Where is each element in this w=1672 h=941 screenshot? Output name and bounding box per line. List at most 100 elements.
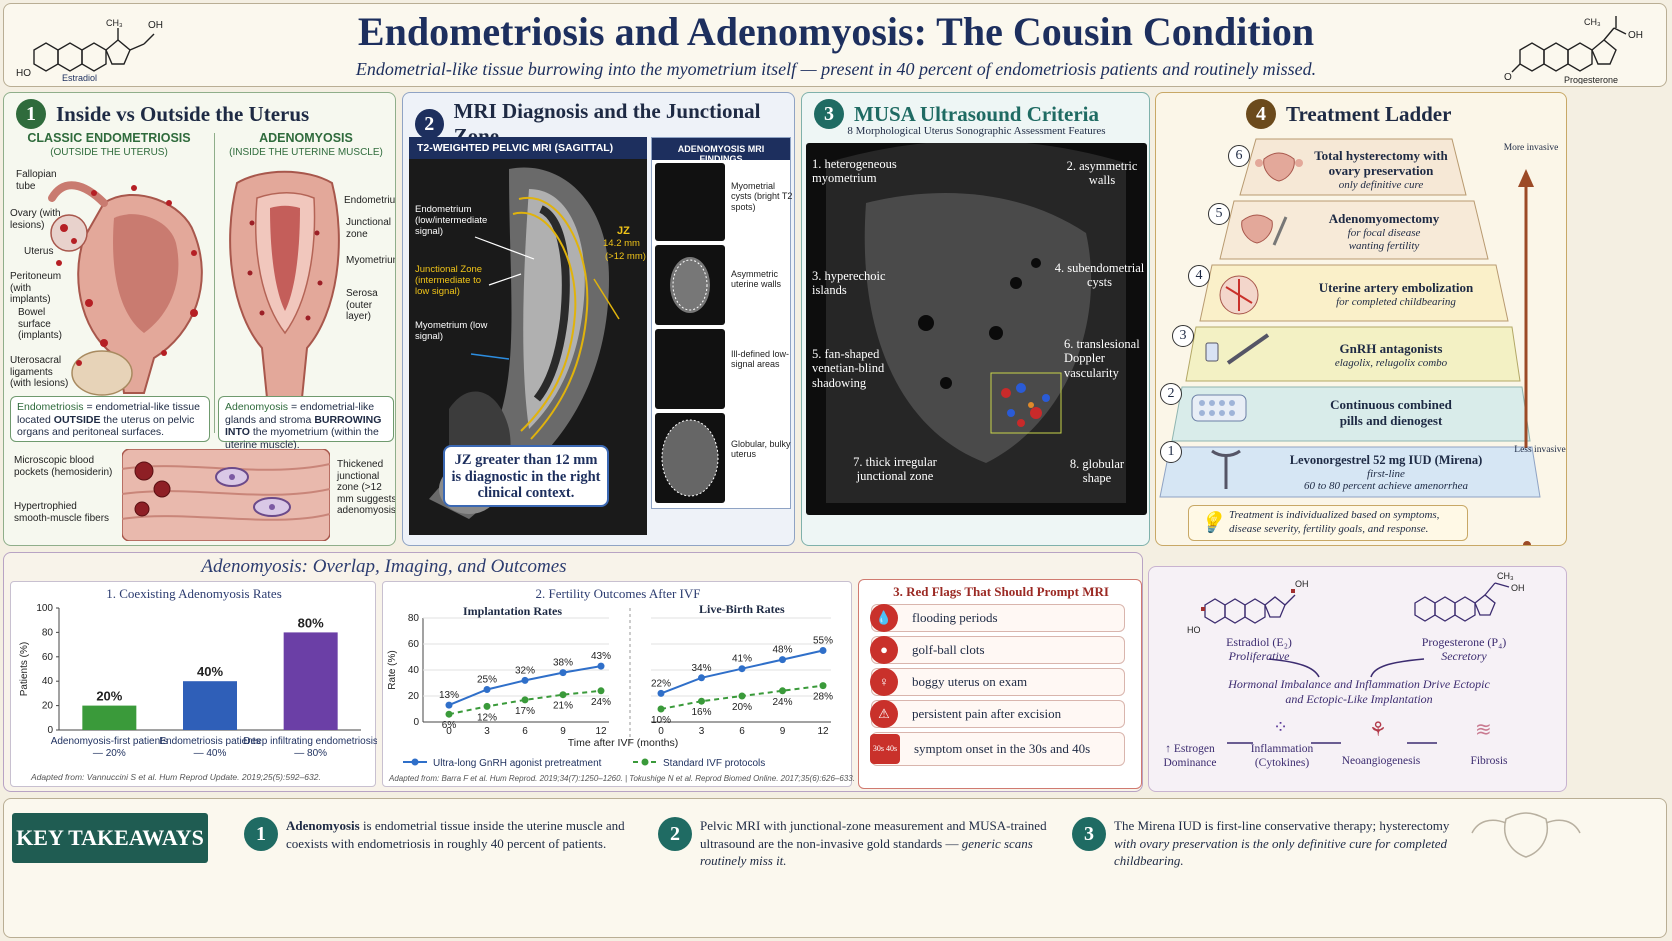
takeaway-3-italic: with ovary preservation is the only defi… [1114,835,1447,869]
chart1-ytick-label: 0 [47,725,53,736]
chart2-point-label: 20% [732,702,752,713]
label-serosa: Serosa (outer layer) [346,288,378,322]
chart2-point-label: 24% [772,697,792,708]
hormone-arrows [1227,658,1437,744]
flag-flooding: 💧flooding periods [870,604,1125,632]
svg-text:O: O [1504,72,1512,83]
chart2-point-label: 28% [813,692,833,703]
step-4-sub: for completed childbearing [1336,296,1456,308]
p4-sublabel: Secretory [1441,649,1487,663]
oh-label: OH [148,20,163,31]
chart2-citation: Adapted from: Barra F et al. Hum Reprod.… [389,774,855,783]
chart1-ytick-label: 60 [42,652,54,663]
flow-estrogen: ↑ Estrogen Dominance [1163,743,1217,769]
injection-icon [1205,333,1270,365]
panel4-number: 4 [1246,99,1276,129]
jz-diagnostic-callout: JZ greater than 12 mm is diagnostic in t… [443,445,609,507]
blood-drop-icon: 💧 [870,604,898,632]
classic-endo-sub: (OUTSIDE THE UTERUS) [50,147,168,158]
panel4-title: 4 Treatment Ladder [1246,99,1451,129]
chart1-title: 1. Coexisting Adenomyosis Rates [106,586,282,601]
finding-cysts-image [655,163,725,241]
overlap-section: Adenomyosis: Overlap, Imaging, and Outco… [3,552,1143,792]
chart2-point [779,656,786,664]
step-3-number: 3 [1172,325,1194,347]
musa-criterion-3: 3. hyperechoic islands [812,269,886,298]
chart2-legend-label: Ultra-long GnRH agonist pretreatment [433,758,602,769]
panel3-title-text: MUSA Ultrasound Criteria [854,101,1099,126]
uterus-inside-illustration [229,170,340,399]
chart2-right-title: Live-Birth Rates [699,602,785,616]
label-thickened-jz: Thickened junctional zone (>12 mm sugges… [337,459,396,516]
chart2-xtick-label: 0 [446,726,452,737]
takeaway-2-italic: generic scans routinely miss it. [700,835,1033,869]
chart2-point-label: 16% [691,707,711,718]
progesterone-molecule-icon: O CH₃ OH Progesterone [1504,16,1643,84]
chart1-bar-label: 20% [96,689,122,704]
label-endometrium: Endometrium [344,195,396,206]
step-4: Uterine artery embolization for complete… [1296,269,1496,319]
chart2-point-label: 6% [442,720,457,731]
oh-label-right: OH [1628,30,1643,41]
chart1-citation: Adapted from: Vannuccini S et al. Hum Re… [31,772,321,782]
chart2-point [657,689,665,697]
step-5: Adenomyomectomy for focal disease wantin… [1304,205,1464,259]
uterus-sketch-icon [1471,812,1581,858]
step-6-number: 6 [1228,145,1250,167]
finding-cysts: Myometrial cysts (bright T2 spots) [731,181,793,212]
chart2-point-label: 55% [813,636,833,647]
less-invasive-label: Less invasive [1514,445,1566,455]
takeaway-1-text: is endometrial tissue inside the uterine… [286,818,625,851]
chart2-ylabel: Rate (%) [387,650,398,689]
chart2-point [483,702,491,710]
classic-endo-heading: CLASSIC ENDOMETRIOSIS [27,131,191,145]
flow-fibrosis: Fibrosis [1470,755,1508,767]
chart2-point-label: 24% [591,697,611,708]
step-5-number: 5 [1208,203,1230,225]
panel-musa: 3 MUSA Ultrasound Criteria 8 Morphologic… [801,92,1150,546]
cytokines-icon: ⁘ [1273,717,1289,737]
red-flags-title: 3. Red Flags That Should Prompt MRI [893,584,1109,599]
definition-endometriosis: Endometriosis = endometrial-like tissue … [10,396,210,442]
chart2-point [597,687,605,695]
chart2-point [483,686,491,693]
chart2-point [445,701,453,709]
chart2-xtick-label: 9 [560,726,566,737]
chart2-xlabel: Time after IVF (months) [568,737,678,749]
mri-label-jz: Junctional Zone (intermediate to low sig… [415,264,483,297]
chart2-legend-point [411,758,419,766]
panel-mri: 2 MRI Diagnosis and the Junctional Zone … [402,92,795,546]
hormone-panel: HO OH CH₃ OH Estradiol (E₂) Proliferativ… [1148,566,1567,792]
p4-oh-label: OH [1511,583,1525,593]
chart2-point [445,710,453,718]
def-left-d: the uterus on pelvic organs and peritone… [17,413,195,439]
musa-criterion-4: 4. subendometrial cysts [1054,261,1145,290]
chart2-xtick-label: 12 [595,726,607,737]
lightbulb-icon: 💡 [1199,512,1224,534]
chart2-point [521,696,529,704]
chart1-category-label: — 20% [93,748,126,759]
musa-criterion-2: 2. asymmetric walls [1066,159,1138,188]
chart1-bar [183,681,237,730]
estradiol-label: Estradiol [62,73,97,82]
chart2-point [657,705,665,713]
chart1-ytick-label: 40 [42,676,54,687]
p4-ch3-label: CH₃ [1497,571,1514,581]
ch3-label: CH₃ [106,18,123,28]
chart2-xtick-label: 6 [522,726,528,737]
takeaway-1: 1 Adenomyosis is endometrial tissue insi… [244,817,644,852]
flow-inflammation: Inflammation (Cytokines) [1250,743,1314,769]
treatment-pyramid [1159,138,1541,498]
label-blood-pockets: Microscopic blood pockets (hemosiderin) [14,455,113,478]
chart1-category-label: — 40% [194,748,227,759]
chart1-ytick-label: 100 [36,603,53,614]
label-junctional-zone: Junctional zone [346,217,392,240]
takeaway-1-bold: Adenomyosis [286,818,360,833]
hormone-center-text: Hormonal Imbalance and Inflammation Driv… [1228,677,1490,706]
takeaways-label: KEY TAKEAWAYS [12,813,208,863]
finding-globular-image [655,413,725,503]
chart2-xtick-label: 3 [699,726,705,737]
label-ovary: Ovary (with lesions) [10,208,61,231]
chart1-ylabel: Patients (%) [19,642,30,696]
